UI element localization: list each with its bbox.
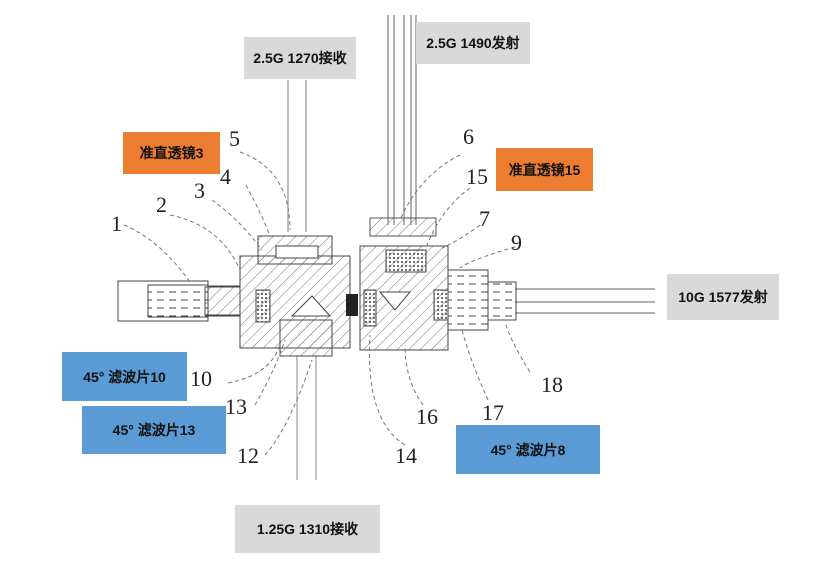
part-number-13: 13	[225, 394, 247, 419]
spring-1490	[369, 217, 437, 237]
part-number-17: 17	[482, 400, 504, 425]
fiber-1310	[296, 356, 317, 480]
label-filter-10: 45° 滤波片10	[62, 352, 187, 401]
label-collimating-lens-3: 准直透镜3	[123, 132, 220, 174]
label-tx-1490: 2.5G 1490发射	[416, 22, 530, 64]
label-tx-1577: 10G 1577发射	[667, 274, 779, 320]
part-number-14: 14	[395, 443, 417, 468]
part-number-1: 1	[111, 211, 122, 236]
part-number-10: 10	[190, 366, 212, 391]
part-number-5: 5	[229, 126, 240, 151]
part-number-12: 12	[237, 443, 259, 468]
part-number-18: 18	[541, 372, 563, 397]
label-rx-1310: 1.25G 1310接收	[235, 505, 380, 553]
body-left	[239, 235, 351, 357]
part-number-6: 6	[463, 124, 474, 149]
label-filter-8: 45° 滤波片8	[456, 425, 600, 474]
part-number-7: 7	[479, 206, 490, 231]
part-number-4: 4	[220, 164, 231, 189]
laser-can-18	[447, 269, 517, 331]
body-right	[359, 245, 449, 351]
leader-lines	[123, 151, 531, 456]
fiber-1490	[387, 15, 417, 225]
part-number-9: 9	[511, 230, 522, 255]
part-number-15: 15	[466, 164, 488, 189]
part-number-3: 3	[194, 178, 205, 203]
isolator	[346, 294, 358, 316]
label-filter-13: 45° 滤波片13	[82, 406, 226, 454]
part-number-2: 2	[156, 192, 167, 217]
connector-1	[117, 268, 241, 340]
part-number-16: 16	[416, 404, 438, 429]
label-rx-1270: 2.5G 1270接收	[244, 37, 356, 79]
fiber-1270	[287, 80, 307, 232]
label-collimating-lens-15: 准直透镜15	[496, 148, 593, 191]
fiber-1577	[515, 288, 655, 314]
